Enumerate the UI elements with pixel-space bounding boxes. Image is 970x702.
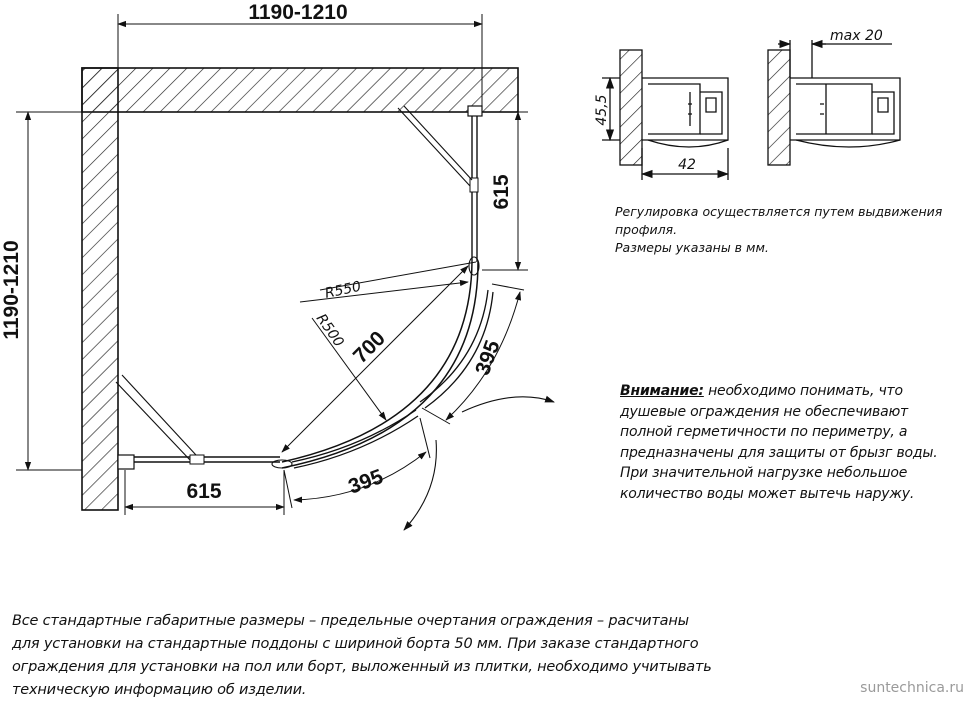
watermark: suntechnica.ru bbox=[860, 680, 964, 696]
right-panel-dimension-label: 615 bbox=[490, 174, 513, 209]
swing-arrows bbox=[404, 397, 554, 530]
warning-note-line: душевые ограждения не обеспечивают bbox=[620, 402, 965, 423]
footer-note: Все стандартные габаритные размеры – пре… bbox=[12, 610, 792, 702]
width-dimension: 1190-1210 bbox=[118, 1, 482, 24]
bottom-fixed-panel bbox=[116, 375, 280, 469]
profile-width-label: 42 bbox=[678, 157, 696, 173]
warning-note: Внимание: необходимо понимать, что душев… bbox=[620, 381, 965, 504]
right-fixed-panel bbox=[398, 106, 482, 262]
curved-doors bbox=[272, 257, 493, 468]
radius-outer-label: R550 bbox=[324, 279, 363, 302]
left-wall bbox=[82, 68, 118, 510]
height-dimension-label: 1190-1210 bbox=[0, 240, 23, 339]
adjustment-note-line: Регулировка осуществляется путем выдвиже… bbox=[615, 203, 965, 221]
right-panel-dimension: 615 bbox=[490, 112, 518, 270]
profile-height-label: 45,5 bbox=[594, 94, 610, 125]
warning-note-first-line: Внимание: необходимо понимать, что bbox=[620, 381, 965, 402]
profile-detail-extended bbox=[768, 40, 900, 165]
top-wall bbox=[82, 68, 518, 112]
footer-note-line: для установки на стандартные поддоны с ш… bbox=[12, 633, 792, 656]
width-dimension-label: 1190-1210 bbox=[248, 1, 347, 24]
adjustment-note-line: профиля. bbox=[615, 221, 965, 239]
warning-label: Внимание: bbox=[620, 383, 704, 399]
door-right-dimension-label: 395 bbox=[471, 337, 505, 378]
adjustment-note-line: Размеры указаны в мм. bbox=[615, 239, 965, 257]
warning-note-line: При значительной нагрузке небольшое bbox=[620, 463, 965, 484]
footer-note-line: Все стандартные габаритные размеры – пре… bbox=[12, 610, 792, 633]
profile-detail-closed bbox=[602, 50, 728, 180]
adjustment-note: Регулировка осуществляется путем выдвиже… bbox=[615, 203, 965, 257]
diagonal-dimension: 700 bbox=[282, 266, 468, 452]
warning-note-line: количество воды может вытечь наружу. bbox=[620, 484, 965, 505]
diagonal-dimension-label: 700 bbox=[349, 327, 390, 368]
warning-first-line-text: необходимо понимать, что bbox=[704, 383, 903, 399]
height-dimension: 1190-1210 bbox=[0, 112, 28, 470]
warning-note-line: полной герметичности по периметру, а bbox=[620, 422, 965, 443]
door-bottom-dimension-label: 395 bbox=[345, 465, 386, 499]
bottom-panel-dimension-label: 615 bbox=[186, 480, 221, 503]
footer-note-line: техническую информацию об изделии. bbox=[12, 679, 792, 702]
radius-inner-label: R500 bbox=[313, 311, 347, 350]
warning-note-line: предназначены для защиты от брызг воды. bbox=[620, 443, 965, 464]
footer-note-line: ограждения для установки на пол или борт… bbox=[12, 656, 792, 679]
wall-hatching bbox=[82, 68, 518, 510]
profile-max-adjust-label: max 20 bbox=[830, 28, 883, 44]
bottom-panel-dimension: 615 bbox=[125, 480, 284, 507]
